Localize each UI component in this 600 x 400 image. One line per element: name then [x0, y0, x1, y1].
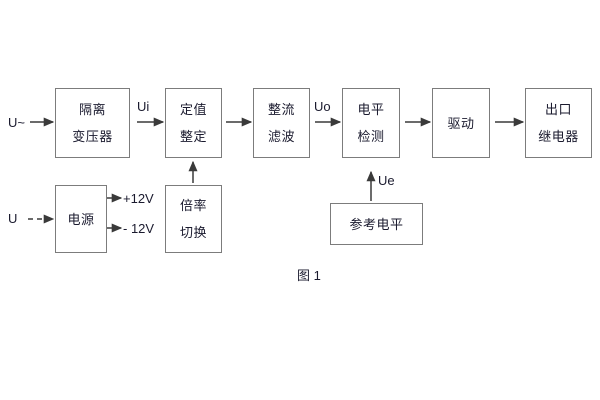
block-isolation-transformer-line2: 变压器	[72, 129, 113, 144]
block-output-relay-line1: 出口	[544, 102, 572, 117]
block-multiplier-switch-line2: 切换	[179, 225, 207, 240]
label-supply-negative: - 12V	[123, 221, 155, 236]
block-power-supply-line1: 电源	[67, 211, 95, 227]
block-isolation-transformer: 隔离 变压器	[55, 88, 130, 158]
label-input-dc: U	[8, 211, 18, 226]
label-input-ac: U~	[8, 115, 25, 130]
block-output-relay-line2: 继电器	[538, 129, 579, 144]
block-power-supply: 电源	[55, 185, 107, 253]
block-multiplier-switch-line1: 倍率	[179, 198, 207, 213]
block-setting-value-line2: 整定	[179, 129, 207, 144]
block-level-detect: 电平 检测	[342, 88, 400, 158]
block-rectify-filter-line2: 滤波	[267, 129, 295, 144]
block-level-detect-line2: 检测	[357, 129, 385, 144]
block-output-relay: 出口 继电器	[525, 88, 592, 158]
label-signal-ue: Ue	[378, 173, 395, 188]
label-signal-ui: Ui	[137, 99, 150, 114]
figure-caption: 图 1	[297, 268, 321, 283]
block-isolation-transformer-line1: 隔离	[78, 102, 106, 117]
block-setting-value: 定值 整定	[165, 88, 222, 158]
block-rectify-filter: 整流 滤波	[253, 88, 310, 158]
block-setting-value-line1: 定值	[179, 102, 207, 117]
block-reference-level-line1: 参考电平	[349, 216, 404, 232]
label-signal-uo: Uo	[314, 99, 331, 114]
block-level-detect-line1: 电平	[357, 102, 385, 117]
block-multiplier-switch: 倍率 切换	[165, 185, 222, 253]
block-drive: 驱动	[432, 88, 490, 158]
block-reference-level: 参考电平	[330, 203, 423, 245]
block-drive-line1: 驱动	[447, 115, 475, 131]
block-rectify-filter-line1: 整流	[267, 102, 295, 117]
label-supply-positive: +12V	[123, 191, 154, 206]
